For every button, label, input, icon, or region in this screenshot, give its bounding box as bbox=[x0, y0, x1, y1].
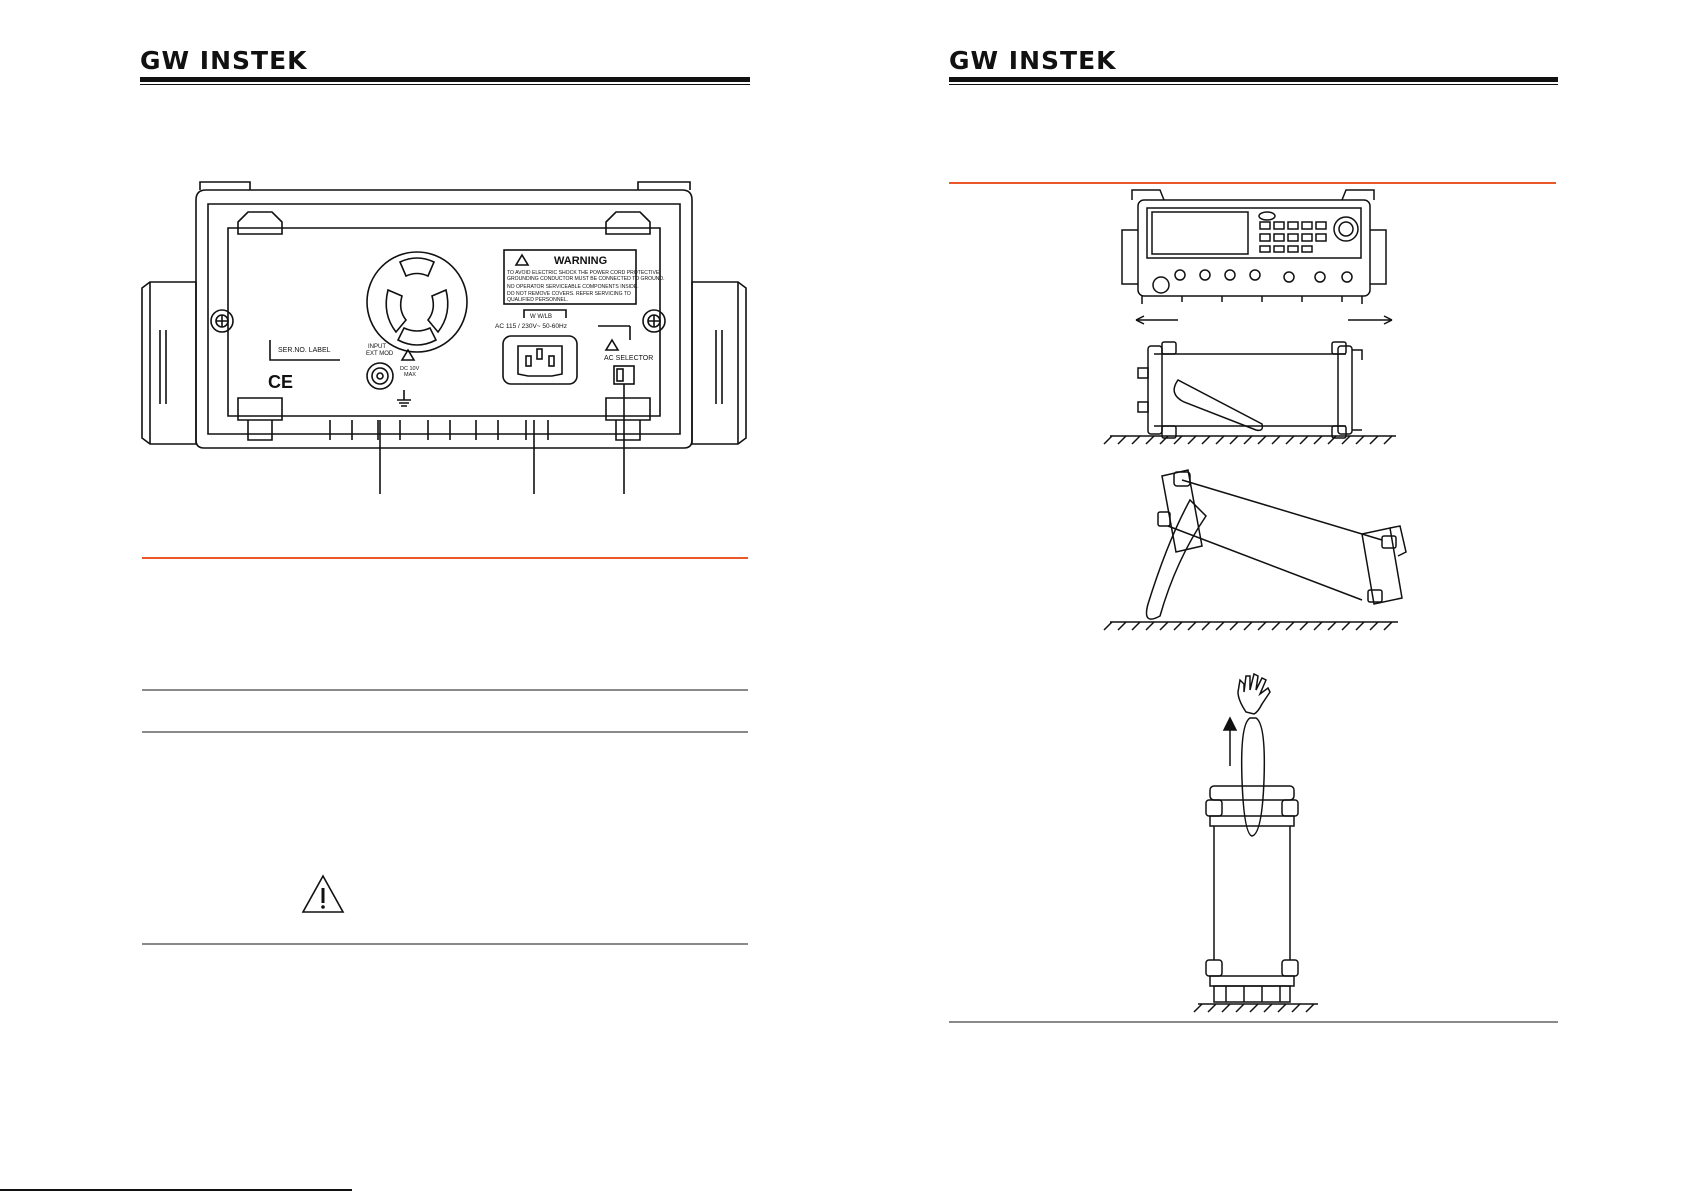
header-rule-thin-right bbox=[949, 84, 1558, 85]
warning-title: WARNING bbox=[554, 255, 607, 267]
brand-logo-right: GW INSTEK bbox=[949, 46, 1117, 75]
section-rule-orange bbox=[142, 557, 748, 559]
header-rule-right bbox=[949, 77, 1558, 82]
footnote-rule bbox=[0, 1189, 352, 1191]
ac-selector-label: AC SELECTOR bbox=[604, 355, 653, 362]
fuse-label: W W/LB bbox=[530, 314, 552, 320]
serial-label: SER.NO. LABEL bbox=[278, 347, 331, 354]
brand-logo: GW INSTEK bbox=[140, 46, 308, 75]
table-rule-1 bbox=[142, 689, 748, 691]
left-page: GW INSTEK bbox=[0, 0, 842, 1191]
section-rule-orange-right bbox=[949, 182, 1556, 184]
right-page: GW INSTEK bbox=[842, 0, 1685, 1191]
handle-adjustment-illustration bbox=[1103, 189, 1407, 1013]
table-rule-2 bbox=[142, 731, 748, 733]
rear-panel-illustration: WARNING TO AVOID ELECTRIC SHOCK THE POWE… bbox=[141, 181, 747, 494]
ce-mark: CE bbox=[268, 372, 293, 392]
ext-mod-label: EXT MOD bbox=[366, 351, 394, 357]
input-label: INPUT bbox=[368, 344, 386, 350]
warning-line-3: NO OPERATOR SERVICEABLE COMPONENTS INSID… bbox=[507, 284, 639, 290]
warning-line-5: QUALIFIED PERSONNEL. bbox=[507, 297, 568, 303]
bottom-table-rule-right bbox=[949, 1021, 1558, 1023]
dc-max-label: DC 10V bbox=[400, 366, 420, 372]
warning-line-4: DO NOT REMOVE COVERS. REFER SERVICING TO bbox=[507, 291, 631, 297]
header-rule bbox=[140, 77, 750, 82]
header-rule-thin bbox=[140, 84, 750, 85]
ac-rating-label: AC 115 / 230V~ 50-60Hz bbox=[495, 323, 567, 330]
dc-max-label-2: MAX bbox=[404, 372, 416, 378]
table-rule-3 bbox=[142, 943, 748, 945]
warning-line-1: TO AVOID ELECTRIC SHOCK THE POWER CORD P… bbox=[507, 270, 660, 276]
warning-line-2: GROUNDING CONDUCTOR MUST BE CONNECTED TO… bbox=[507, 276, 665, 282]
